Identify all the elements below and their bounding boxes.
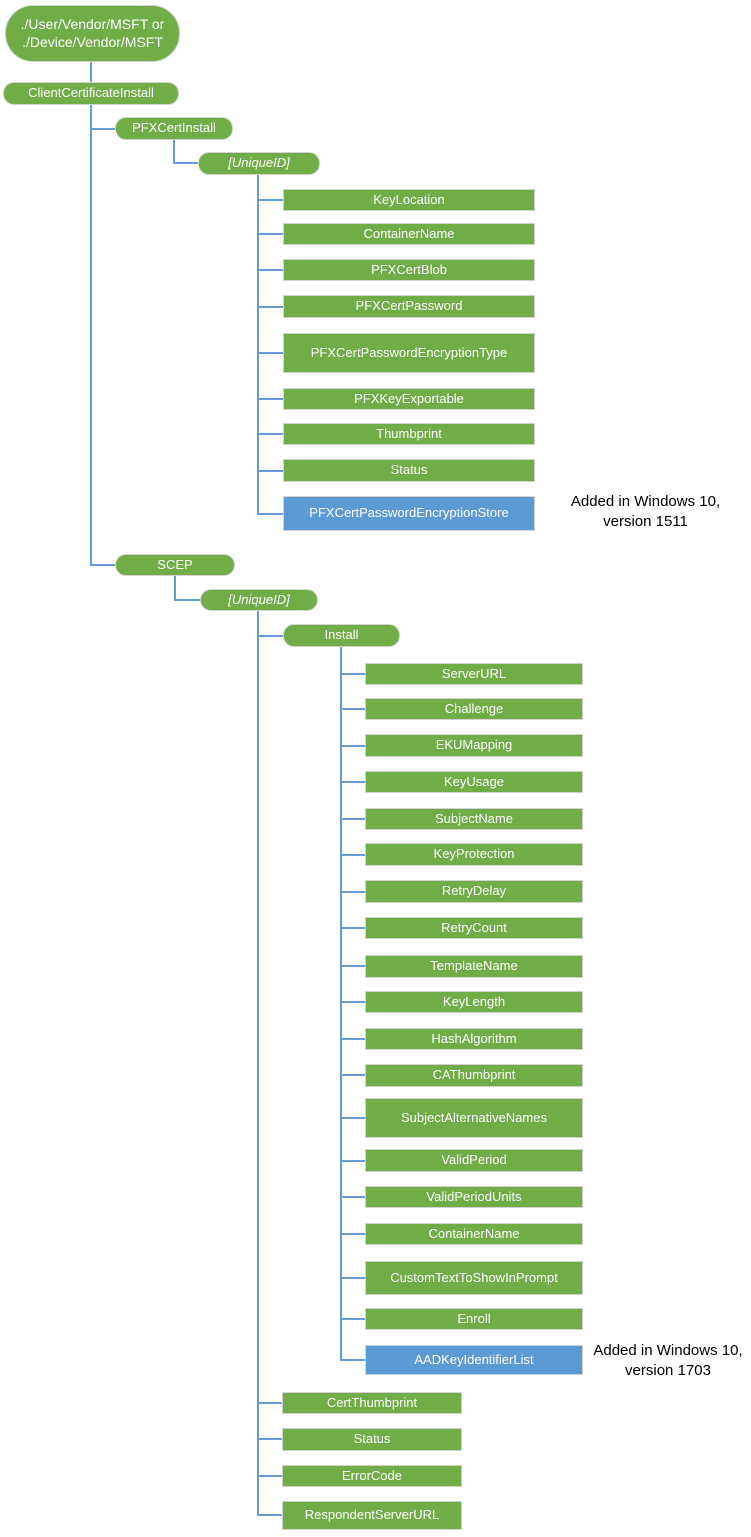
- node-cathumbprint: CAThumbprint: [365, 1064, 583, 1087]
- node-scep: SCEP: [115, 554, 235, 576]
- node-keyusage: KeyUsage: [365, 771, 583, 793]
- node-validperiod: ValidPeriod: [365, 1149, 583, 1172]
- node-pfxcertinstall: PFXCertInstall: [115, 117, 233, 140]
- node-aadkeyidentifierlist: AADKeyIdentifierList: [365, 1345, 583, 1375]
- node-keylength: KeyLength: [365, 991, 583, 1013]
- node-uniqueid: [UniqueID]: [200, 589, 318, 611]
- node-certthumbprint: CertThumbprint: [282, 1392, 462, 1414]
- node-keylocation: KeyLocation: [283, 189, 535, 211]
- node-errorcode: ErrorCode: [282, 1465, 462, 1487]
- node-user-vendor-msft-or-device-vendor-msft: ./User/Vendor/MSFT or ./Device/Vendor/MS…: [5, 5, 180, 62]
- annotation-note: Added in Windows 10, version 1703: [593, 1342, 743, 1379]
- node-subjectname: SubjectName: [365, 808, 583, 830]
- node-retrycount: RetryCount: [365, 917, 583, 939]
- annotation-note: Added in Windows 10, version 1511: [570, 493, 721, 530]
- node-customtexttoshowinprompt: CustomTextToShowInPrompt: [365, 1261, 583, 1295]
- node-templatename: TemplateName: [365, 955, 583, 978]
- node-pfxcertpassword: PFXCertPassword: [283, 295, 535, 318]
- node-pfxcertblob: PFXCertBlob: [283, 259, 535, 281]
- node-challenge: Challenge: [365, 698, 583, 720]
- node-pfxcertpasswordencryptionstore: PFXCertPasswordEncryptionStore: [283, 496, 535, 531]
- connector-line: [340, 647, 365, 1361]
- node-hashalgorithm: HashAlgorithm: [365, 1028, 583, 1050]
- node-retrydelay: RetryDelay: [365, 880, 583, 903]
- node-install: Install: [283, 624, 400, 647]
- node-serverurl: ServerURL: [365, 663, 583, 685]
- node-status: Status: [283, 459, 535, 482]
- connector-line: [90, 105, 115, 566]
- node-status: Status: [282, 1428, 462, 1451]
- connector-line: [257, 175, 283, 515]
- node-respondentserverurl: RespondentServerURL: [282, 1501, 462, 1530]
- node-uniqueid: [UniqueID]: [198, 152, 320, 175]
- node-enroll: Enroll: [365, 1308, 583, 1330]
- node-thumbprint: Thumbprint: [283, 423, 535, 445]
- connector-line: [257, 611, 282, 1516]
- node-pfxcertpasswordencryptiontype: PFXCertPasswordEncryptionType: [283, 333, 535, 373]
- node-subjectalternativenames: SubjectAlternativeNames: [365, 1098, 583, 1138]
- node-ekumapping: EKUMapping: [365, 734, 583, 757]
- node-containername: ContainerName: [365, 1223, 583, 1245]
- node-validperiodunits: ValidPeriodUnits: [365, 1186, 583, 1208]
- node-keyprotection: KeyProtection: [365, 843, 583, 866]
- connector-line: [173, 140, 198, 164]
- connector-line: [174, 576, 200, 601]
- node-clientcertificateinstall: ClientCertificateInstall: [3, 82, 179, 105]
- node-pfxkeyexportable: PFXKeyExportable: [283, 388, 535, 410]
- node-containername: ContainerName: [283, 223, 535, 245]
